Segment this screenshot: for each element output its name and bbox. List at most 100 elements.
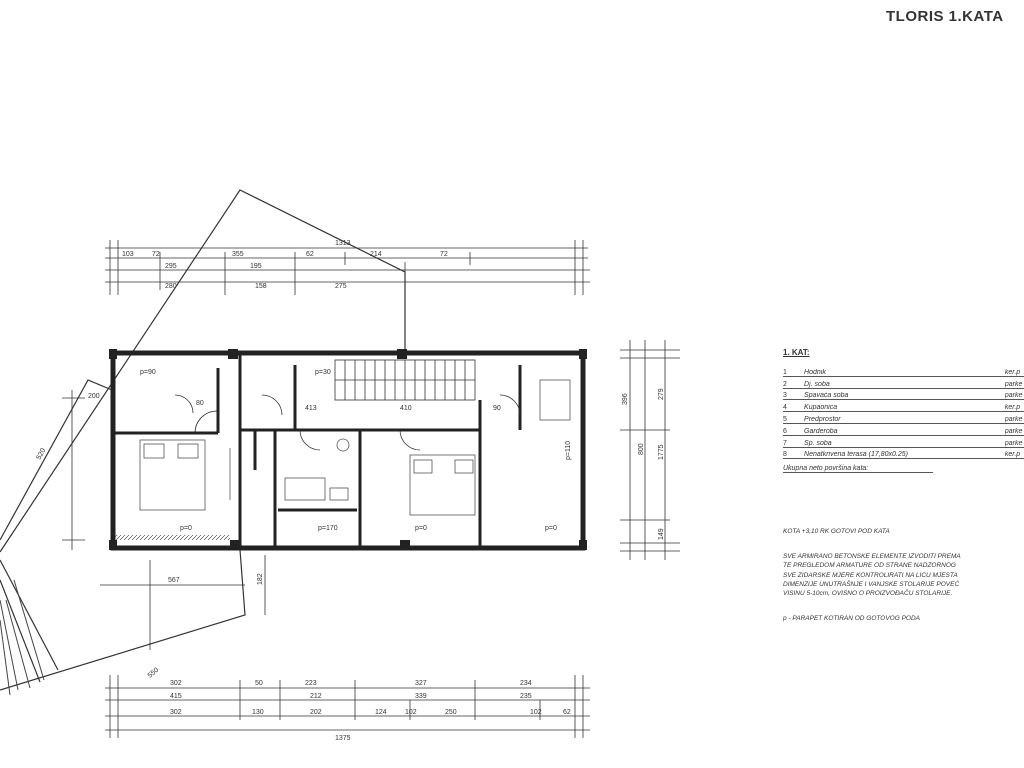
room-floor-type: ker.p — [1004, 368, 1021, 376]
room-legend: 1. KAT: 1 Hodnik ker.p 2 Dj. soba parke … — [783, 348, 1024, 474]
top-dim-row3-2: 158 — [255, 283, 267, 290]
right-dim-2: 800 — [638, 443, 645, 455]
top-dim-3: 355 — [232, 251, 244, 258]
right-dim-5: 149 — [658, 528, 665, 540]
room-floor-type: parke — [1004, 380, 1023, 388]
exterior-walls — [109, 349, 587, 551]
legend-row: 8 Nenatkrivena terasa (17,80x0.25) ker.p — [783, 448, 1024, 460]
room-name: Dj. soba — [804, 380, 830, 388]
furniture — [139, 379, 571, 516]
room-name: Sp. soba — [804, 439, 832, 447]
note-line: VISINU 5-10cm, OVISNO O PROIZVOĐAČU STOL… — [783, 590, 953, 598]
right-dim-4: 1775 — [658, 444, 665, 460]
room-name: Garderoba — [804, 427, 838, 435]
terrace-edge — [115, 535, 230, 540]
room-number: 8 — [783, 451, 787, 459]
interior-label-6: p=170 — [318, 525, 338, 532]
bottom-dim-5: 234 — [520, 680, 532, 687]
top-dimension-lines — [105, 240, 590, 295]
interior-label-9: 80 — [196, 400, 204, 407]
top-dim-4: 62 — [306, 251, 314, 258]
room-number: 7 — [783, 439, 787, 447]
bottom-dim-row2-3: 339 — [415, 693, 427, 700]
interior-label-11: p=110 — [565, 441, 572, 460]
right-dimension-lines — [620, 340, 680, 560]
top-dim-row3-1: 280 — [165, 283, 177, 290]
legend-total-label: Ukupna neto površina kata: — [783, 465, 933, 474]
room-floor-type: parke — [1004, 439, 1023, 447]
top-dim-overall: 1313 — [335, 240, 351, 247]
room-floor-type: parke — [1004, 415, 1023, 423]
staircase — [334, 359, 476, 401]
left-dim-2: 200 — [88, 393, 100, 400]
left-dim-5: 550 — [147, 667, 161, 680]
legend-row: 5 Predprostor parke — [783, 412, 1024, 424]
bottom-dim-row2-2: 212 — [310, 693, 322, 700]
top-dim-row3-3: 275 — [335, 283, 347, 290]
interior-walls — [115, 355, 522, 546]
bottom-dim-overall: 1375 — [335, 735, 351, 742]
interior-label-1: p=90 — [140, 369, 156, 376]
right-dim-1: 396 — [622, 393, 629, 405]
bottom-dim-row3-3: 202 — [310, 709, 322, 716]
top-dim-1: 103 — [122, 251, 134, 258]
doors — [174, 394, 521, 451]
room-floor-type: parke — [1004, 427, 1023, 435]
bottom-dim-row3-6: 250 — [445, 709, 457, 716]
top-dim-5: 214 — [370, 251, 382, 258]
left-dim-3: 567 — [168, 577, 180, 584]
interior-label-4: p=0 — [415, 525, 427, 532]
interior-label-5: p=0 — [545, 525, 557, 532]
legend-row: 7 Sp. soba parke — [783, 436, 1024, 448]
right-dim-3: 279 — [658, 388, 665, 400]
site-boundary — [0, 189, 406, 691]
room-number: 1 — [783, 368, 787, 376]
room-number: 3 — [783, 392, 787, 400]
interior-label-2: p=30 — [315, 369, 331, 376]
legend-row: 3 Spavaća soba parke — [783, 389, 1024, 401]
room-name: Kupaonica — [804, 404, 838, 412]
room-floor-type: parke — [1004, 392, 1023, 400]
room-number: 5 — [783, 415, 787, 423]
legend-row: 1 Hodnik ker.p — [783, 365, 1024, 377]
note-line: DIMENZIJE UNUTRAŠNJE I VANJSKE STOLARIJE… — [783, 580, 960, 588]
bottom-dim-1: 302 — [170, 680, 182, 687]
interior-label-8: 410 — [400, 405, 412, 412]
note-line: SVE ARMIRANO BETONSKE ELEMENTE IZVODITI … — [783, 553, 961, 561]
room-floor-type: ker.p — [1004, 404, 1021, 412]
room-name: Nenatkrivena terasa (17,80x0.25) — [804, 451, 908, 459]
bottom-dim-row2-4: 235 — [520, 693, 532, 700]
bottom-dim-row3-5: 102 — [405, 709, 417, 716]
room-name: Hodnik — [804, 368, 826, 376]
left-dim-4: 182 — [257, 573, 264, 585]
note-floor-level: KOTA +3,10 RK GOTOVI POD KATA — [783, 528, 890, 535]
bottom-dim-row3-4: 124 — [375, 709, 387, 716]
top-dim-row2-1: 295 — [165, 263, 177, 270]
legend-heading: 1. KAT: — [783, 348, 810, 357]
bottom-dim-row2-1: 415 — [170, 693, 182, 700]
drawing-notes: KOTA +3,10 RK GOTOVI POD KATA SVE ARMIRA… — [783, 527, 1024, 623]
interior-label-10: 90 — [493, 405, 501, 412]
room-number: 2 — [783, 380, 787, 388]
bottom-dim-4: 327 — [415, 680, 427, 687]
bottom-dim-row3-2: 130 — [252, 709, 264, 716]
legend-row: 2 Dj. soba parke — [783, 377, 1024, 389]
interior-label-7: 413 — [305, 405, 317, 412]
drawing-title: TLORIS 1.KATA — [886, 8, 1004, 25]
note-line: SVE ZIDARSKE MJERE KONTROLIRATI NA LICU … — [783, 571, 958, 579]
lower-left-stair — [0, 579, 45, 696]
bottom-dim-2: 50 — [255, 680, 263, 687]
legend-row: 4 Kupaonica ker.p — [783, 400, 1024, 413]
left-dimension-lines — [62, 390, 266, 650]
legend-row: 6 Garderoba parke — [783, 424, 1024, 436]
left-dim-1: 520 — [36, 447, 48, 461]
room-name: Spavaća soba — [804, 392, 849, 400]
bottom-dim-row3-8: 62 — [563, 709, 571, 716]
bottom-dim-3: 223 — [305, 680, 317, 687]
note-line: TE PREGLEDOM ARMATURE OD STRANE NADZORNO… — [783, 562, 956, 570]
note-parapet: p - PARAPET KOTIRAN OD GOTOVOG PODA — [783, 615, 921, 623]
bottom-dimension-lines — [105, 675, 590, 738]
top-dim-row2-2: 195 — [250, 263, 262, 270]
room-number: 6 — [783, 427, 787, 435]
